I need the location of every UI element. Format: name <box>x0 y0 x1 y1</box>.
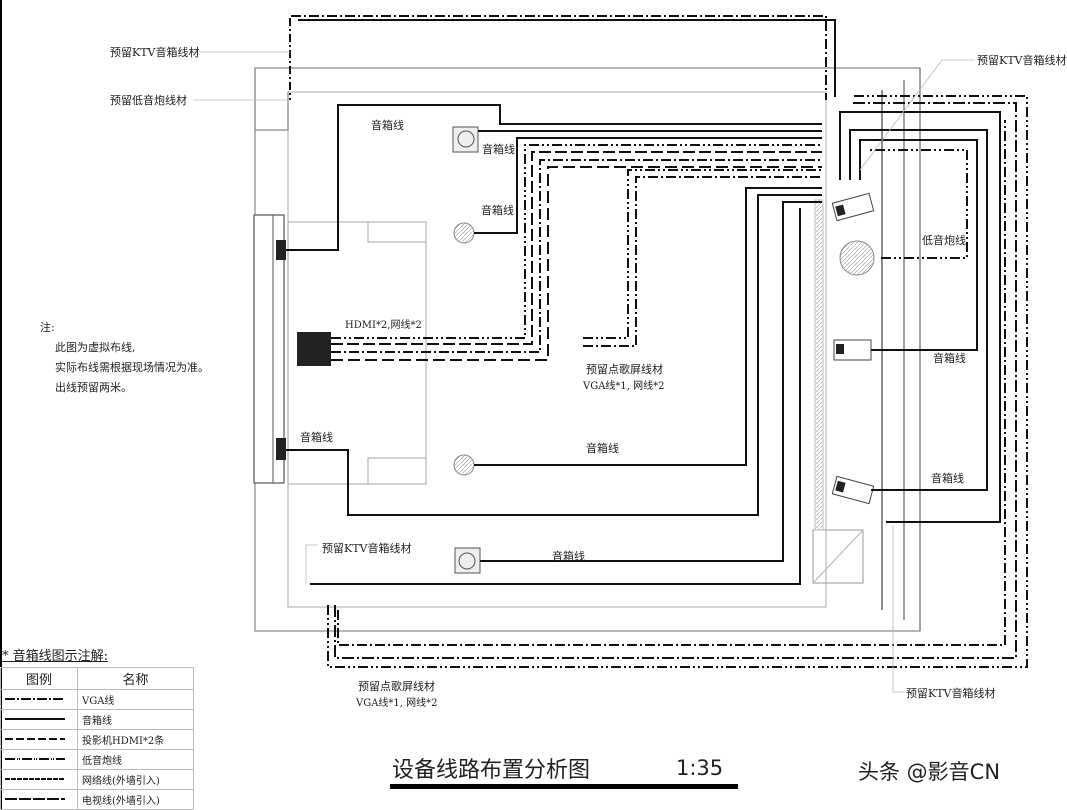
label-song-screen-mid-2: VGA线*1, 网线*2 <box>582 379 665 392</box>
label-song-screen-bottom-1: 预留点歌屏线材 <box>358 679 435 693</box>
watermark: 头条 @影音CN <box>858 760 1001 784</box>
notes-block: 注: 此图为虚拟布线, 实际布线需根据现场情况为准。 出线预留两米。 <box>40 318 209 398</box>
drawing-scale: 1:35 <box>676 756 724 780</box>
legend-table: 图例名称 VGA线 音箱线 投影机HDMI*2条 低音炮线 网络线(外墙引入) … <box>0 667 194 810</box>
legend-row: 投影机HDMI*2条 <box>0 729 194 750</box>
subwoofer-line-symbol <box>5 758 65 760</box>
legend-col-symbol: 图例 <box>0 667 78 690</box>
note-line: 实际布线需根据现场情况为准。 <box>55 361 209 374</box>
label-speaker-left-low: 音箱线 <box>300 430 333 444</box>
notes-heading: 注: <box>40 321 55 334</box>
legend-row: 电视线(外墙引入) <box>0 789 194 810</box>
legend-name: 电视线(外墙引入) <box>77 789 194 810</box>
label-speaker-top: 音箱线 <box>371 118 404 132</box>
speaker-line-symbol <box>5 718 65 720</box>
ceiling-speaker-top <box>453 222 475 244</box>
page-border <box>0 0 2 809</box>
label-speaker-right-mid: 音箱线 <box>933 351 966 365</box>
legend-row: 低音炮线 <box>0 749 194 770</box>
speaker-cables <box>286 19 1001 585</box>
label-ktv-bottom-right: 预留KTV音箱线材 <box>906 686 996 700</box>
label-song-screen-mid-1: 预留点歌屏线材 <box>586 362 663 376</box>
label-speaker-bottom: 音箱线 <box>552 549 585 563</box>
left-speaker-bottom <box>276 438 286 460</box>
leader-lines <box>193 51 975 693</box>
legend-row: VGA线 <box>0 689 194 710</box>
subwoofer <box>839 240 875 276</box>
legend-name: VGA线 <box>77 689 194 710</box>
label-speaker-right-low: 音箱线 <box>931 471 964 485</box>
label-song-screen-bottom-2: VGA线*1, 网线*2 <box>355 696 438 709</box>
label-speaker-center-low: 音箱线 <box>586 441 619 455</box>
note-line: 出线预留两米。 <box>55 381 132 394</box>
projector-box <box>297 332 331 366</box>
label-ktv-top-left: 预留KTV音箱线材 <box>110 45 200 59</box>
label-speaker-tl-device: 音箱线 <box>482 142 515 156</box>
legend-caption: * 音箱线图示注解: <box>2 649 109 664</box>
vga-line-symbol <box>5 698 65 700</box>
legend-name: 网络线(外墙引入) <box>77 769 194 790</box>
label-hdmi-net: HDMI*2,网线*2 <box>345 318 422 331</box>
legend-row: 音箱线 <box>0 709 194 730</box>
legend-name: 音箱线 <box>77 709 194 730</box>
ceiling-speaker-bottom <box>453 454 475 476</box>
diagram-labels: 预留KTV音箱线材 预留低音炮线材 预留KTV音箱线材 音箱线 音箱线 音箱线 … <box>110 45 1067 709</box>
legend-name: 低音炮线 <box>77 749 194 770</box>
legend-name: 投影机HDMI*2条 <box>77 729 194 750</box>
drawing-title: 设备线路布置分析图 <box>392 758 591 783</box>
legend: * 音箱线图示注解: 图例名称 VGA线 音箱线 投影机HDMI*2条 低音炮线… <box>0 645 196 810</box>
label-speaker-mid: 音箱线 <box>481 203 514 217</box>
label-subwoofer-right: 低音炮线 <box>922 233 966 247</box>
note-line: 此图为虚拟布线, <box>55 341 136 354</box>
devices <box>452 126 875 574</box>
signal-cables <box>289 15 1028 668</box>
title-underline <box>390 784 738 789</box>
legend-row: 网络线(外墙引入) <box>0 769 194 790</box>
tv-line-symbol <box>5 798 65 800</box>
label-ktv-top-right: 预留KTV音箱线材 <box>977 53 1067 67</box>
left-speaker-top <box>276 240 286 260</box>
legend-col-name: 名称 <box>77 667 194 690</box>
hdmi-line-symbol <box>5 738 65 740</box>
network-line-symbol <box>5 778 65 780</box>
tv-wall-unit <box>253 214 427 485</box>
label-ktv-bottom-left: 预留KTV音箱线材 <box>322 541 412 555</box>
label-sub-top-left: 预留低音炮线材 <box>110 93 187 107</box>
